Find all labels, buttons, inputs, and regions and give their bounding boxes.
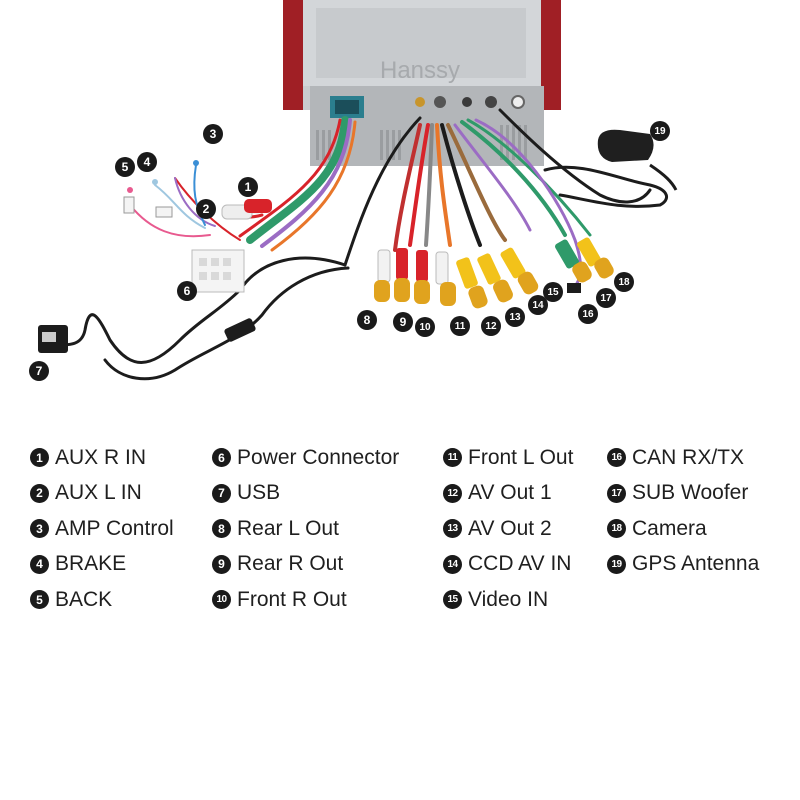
legend-column-4: 16 CAN RX/TX 17 SUB Woofer 18 Camera 19 GPS … xyxy=(607,440,759,582)
legend-label: AV Out 2 xyxy=(468,516,552,540)
number-badge: 16 xyxy=(607,448,626,468)
legend-label: AUX L IN xyxy=(55,481,142,505)
callout-1: 1 xyxy=(238,177,258,197)
legend-item: 14 CCD AV IN xyxy=(443,547,573,583)
legend-label: Rear L Out xyxy=(237,516,339,540)
callout-16: 16 xyxy=(578,304,598,324)
number-badge: 6 xyxy=(212,448,231,468)
number-badge: 7 xyxy=(212,483,231,503)
legend-item: 17 SUB Woofer xyxy=(607,476,759,512)
legend-item: 7 USB xyxy=(212,476,399,512)
legend-label: Power Connector xyxy=(237,445,400,469)
legend-item: 4 BRAKE xyxy=(30,547,174,583)
legend-item: 5 BACK xyxy=(30,582,174,618)
legend-label: CAN RX/TX xyxy=(632,445,745,469)
legend-label: BACK xyxy=(55,587,113,611)
number-badge: 13 xyxy=(443,519,462,539)
legend-label: AUX R IN xyxy=(55,445,147,469)
callout-9: 9 xyxy=(393,312,413,332)
number-badge: 4 xyxy=(30,554,49,574)
number-badge: 17 xyxy=(607,483,626,503)
legend-label: Video IN xyxy=(468,587,549,611)
number-badge: 9 xyxy=(212,554,231,574)
number-badge: 14 xyxy=(443,554,462,574)
wiring-diagram: Hanssy xyxy=(38,0,678,381)
number-badge: 10 xyxy=(212,590,231,610)
legend-label: Front R Out xyxy=(237,587,347,611)
legend-item: 12 AV Out 1 xyxy=(443,476,573,512)
legend-item: 9 Rear R Out xyxy=(212,547,399,583)
callout-4: 4 xyxy=(137,152,157,172)
legend-item: 19 GPS Antenna xyxy=(607,547,759,583)
callout-6: 6 xyxy=(177,281,197,301)
legend-label: Front L Out xyxy=(468,445,574,469)
legend-label: BRAKE xyxy=(55,552,127,576)
number-badge: 12 xyxy=(443,483,462,503)
legend-item: 6 Power Connector xyxy=(212,440,399,476)
callout-18: 18 xyxy=(614,272,634,292)
legend-item: 1 AUX R IN xyxy=(30,440,174,476)
callout-2: 2 xyxy=(196,199,216,219)
wire-tags xyxy=(123,160,199,218)
head-unit: Hanssy xyxy=(283,0,561,166)
callout-19: 19 xyxy=(650,121,670,141)
legend-item: 15 Video IN xyxy=(443,582,573,618)
number-badge: 8 xyxy=(212,519,231,539)
legend-label: Rear R Out xyxy=(237,552,344,576)
brand-logo: Hanssy xyxy=(380,57,460,84)
legend-label: USB xyxy=(237,481,281,505)
legend-label: Camera xyxy=(632,516,707,540)
number-badge: 1 xyxy=(30,448,49,468)
callout-14: 14 xyxy=(528,295,548,315)
callout-5: 5 xyxy=(115,157,135,177)
callout-7: 7 xyxy=(29,361,49,381)
legend-column-2: 6 Power Connector 7 USB 8 Rear L Out 9 Rear … xyxy=(212,440,399,618)
legend-item: 8 Rear L Out xyxy=(212,511,399,547)
legend-item: 10 Front R Out xyxy=(212,582,399,618)
number-badge: 3 xyxy=(30,519,49,539)
legend-label: GPS Antenna xyxy=(632,552,760,576)
callout-15: 15 xyxy=(543,282,563,302)
callout-12: 12 xyxy=(481,316,501,336)
legend-item: 16 CAN RX/TX xyxy=(607,440,759,476)
callout-8: 8 xyxy=(357,310,377,330)
number-badge: 19 xyxy=(607,554,626,574)
number-badge: 18 xyxy=(607,519,626,539)
legend-item: 18 Camera xyxy=(607,511,759,547)
legend-item: 3 AMP Control xyxy=(30,511,174,547)
legend-label: CCD AV IN xyxy=(468,552,572,576)
aux-rca-plugs xyxy=(221,199,272,220)
rca-plugs xyxy=(374,237,614,309)
legend-item: 13 AV Out 2 xyxy=(443,511,573,547)
usb-connector xyxy=(38,318,256,353)
power-connector xyxy=(191,249,245,293)
number-badge: 5 xyxy=(30,590,49,610)
legend-column-3: 11 Front L Out 12 AV Out 1 13 AV Out 2 14 CC… xyxy=(443,440,573,618)
legend-label: AV Out 1 xyxy=(468,481,552,505)
number-badge: 2 xyxy=(30,483,49,503)
callout-13: 13 xyxy=(505,307,525,327)
callout-10: 10 xyxy=(415,317,435,337)
wires xyxy=(56,108,668,381)
callout-3: 3 xyxy=(203,124,223,144)
gps-antenna xyxy=(597,129,678,191)
legend-label: SUB Woofer xyxy=(632,481,749,505)
callout-11: 11 xyxy=(450,316,470,336)
legend-label: AMP Control xyxy=(55,516,174,540)
legend-item: 2 AUX L IN xyxy=(30,476,174,512)
callout-17: 17 xyxy=(596,288,616,308)
number-badge: 15 xyxy=(443,590,462,610)
legend-item: 11 Front L Out xyxy=(443,440,573,476)
number-badge: 11 xyxy=(443,448,462,468)
